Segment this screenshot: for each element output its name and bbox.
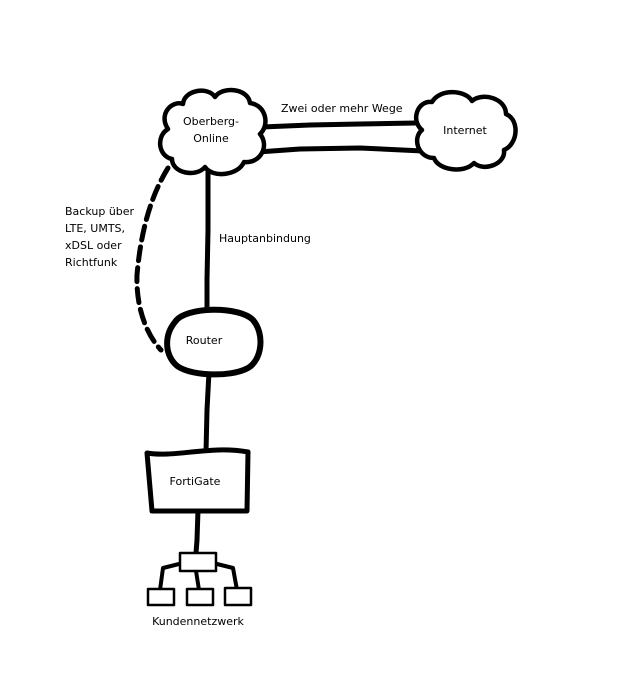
fortigate-node: FortiGate — [144, 447, 251, 514]
link-router-fortigate — [203, 369, 212, 455]
backup-label-line4: Richtfunk — [65, 256, 118, 269]
link-fortigate-switch — [193, 507, 201, 556]
backup-label-line3: xDSL oder — [65, 239, 122, 252]
backup-label-line2: LTE, UMTS, — [65, 222, 125, 235]
router-label: Router — [186, 334, 223, 347]
link-lower-path — [255, 145, 426, 155]
oberberg-label-line1: Oberberg- — [183, 115, 239, 128]
client-box — [185, 587, 215, 607]
internet-paths-label: Zwei oder mehr Wege — [281, 102, 403, 115]
client-box — [223, 586, 253, 607]
fortigate-label: FortiGate — [170, 475, 221, 488]
backup-label-line1: Backup über — [65, 205, 135, 218]
internet-cloud: Internet — [413, 89, 518, 172]
client-box — [146, 587, 176, 607]
internet-label: Internet — [443, 124, 487, 137]
backup-label: Backup über LTE, UMTS, xDSL oder Richtfu… — [65, 205, 135, 269]
oberberg-online-cloud: Oberberg- Online — [158, 87, 268, 177]
link-upper-path — [259, 120, 419, 130]
link-hauptanbindung — [204, 169, 211, 314]
connections — [134, 120, 426, 592]
oberberg-label-line2: Online — [193, 132, 229, 145]
router-node: Router — [164, 306, 264, 378]
client-devices — [146, 586, 253, 607]
network-label: Kundennetzwerk — [152, 615, 244, 628]
link-switch-clients — [158, 562, 239, 592]
link-backup-dashed — [134, 165, 171, 353]
switch-box — [178, 551, 218, 573]
main-link-label: Hauptanbindung — [219, 232, 311, 245]
